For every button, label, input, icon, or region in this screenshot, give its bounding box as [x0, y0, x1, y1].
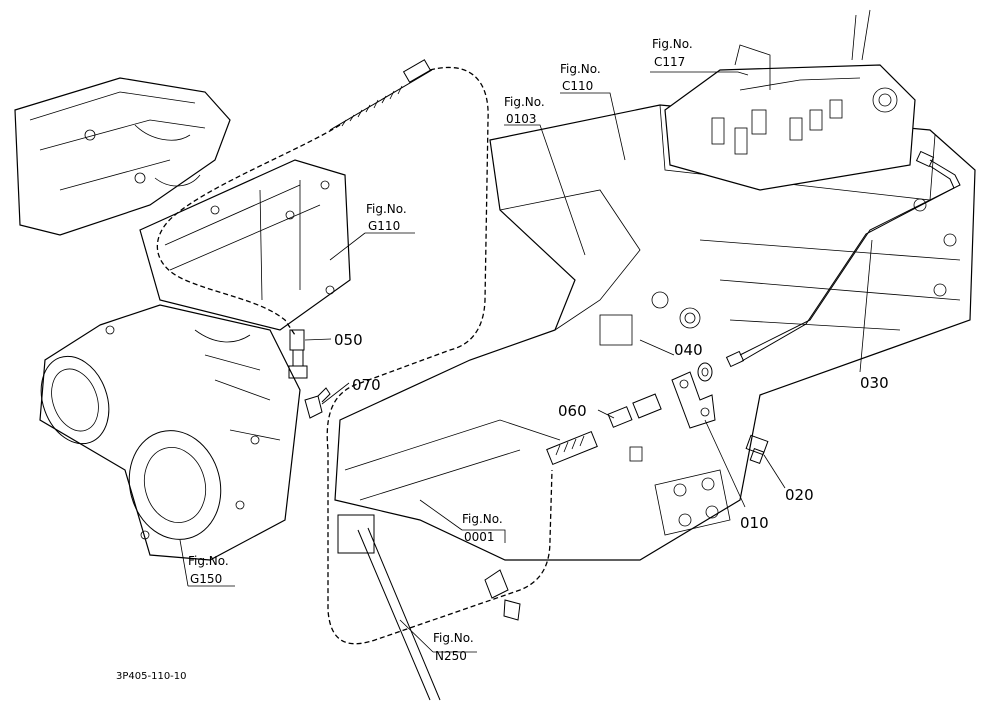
fig-ref-0103-prefix[interactable]: Fig.No.	[504, 95, 545, 109]
center-housing	[139, 159, 351, 331]
bolt-020	[745, 434, 769, 464]
fig-ref-c110-code[interactable]: C110	[562, 79, 593, 93]
bracket-010	[671, 371, 716, 429]
fig-ref-g150-code[interactable]: G150	[190, 572, 222, 586]
connector-060	[546, 393, 662, 466]
washer-040	[697, 362, 713, 382]
part-number-020[interactable]: 020	[785, 486, 814, 504]
fig-ref-g110-code[interactable]: G110	[368, 219, 400, 233]
elbow-fitting-070	[304, 387, 331, 419]
fig-ref-0103-code[interactable]: 0103	[506, 112, 537, 126]
part-number-060[interactable]: 060	[558, 402, 587, 420]
hose-lines	[156, 66, 553, 645]
fig-ref-c110-prefix[interactable]: Fig.No.	[560, 62, 601, 76]
fig-ref-n250-prefix[interactable]: Fig.No.	[433, 631, 474, 645]
left-bracket-frame	[14, 77, 231, 236]
part-number-030[interactable]: 030	[860, 374, 889, 392]
part-number-010[interactable]: 010	[740, 514, 769, 532]
figure-reference-labels: Fig.No. C117 Fig.No. C110 Fig.No. 0103 F…	[188, 37, 693, 663]
lever-rod	[337, 514, 521, 701]
fig-ref-g110-prefix[interactable]: Fig.No.	[366, 202, 407, 216]
fig-ref-n250-code[interactable]: N250	[435, 649, 467, 663]
fig-ref-0001-code[interactable]: 0001	[464, 530, 495, 544]
fitting-050	[288, 329, 308, 379]
transmission-housing	[334, 104, 976, 561]
gear-case	[39, 304, 301, 561]
part-number-040[interactable]: 040	[674, 341, 703, 359]
pipe-030	[725, 150, 961, 368]
part-number-labels: 050 070 040 060 030 020 010	[334, 331, 889, 532]
fig-ref-g150-prefix[interactable]: Fig.No.	[188, 554, 229, 568]
part-number-070[interactable]: 070	[352, 376, 381, 394]
drawing-code: 3P405-110-10	[116, 671, 187, 682]
fig-ref-c117-code[interactable]: C117	[654, 55, 685, 69]
valve-block	[664, 9, 916, 191]
cable-spring-end	[329, 59, 433, 131]
fig-ref-0001-prefix[interactable]: Fig.No.	[462, 512, 503, 526]
leader-lines	[179, 71, 873, 653]
fig-ref-c117-prefix[interactable]: Fig.No.	[652, 37, 693, 51]
part-number-050[interactable]: 050	[334, 331, 363, 349]
